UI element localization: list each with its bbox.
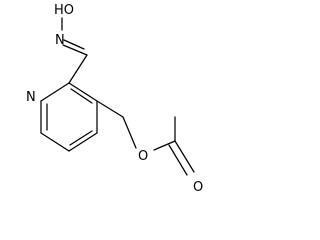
ring-bond-c2-c3-outer	[68, 82, 98, 102]
ring-bond-c4-c5-outer	[68, 132, 98, 152]
ring-bond-c2-c3-inner	[70, 88, 93, 104]
bond-o-carbonyl-c	[153, 140, 176, 151]
ring-nitrogen-label: N	[26, 90, 36, 105]
carbonyl-oxygen-label: O	[193, 180, 203, 195]
bond-ch-n-outer	[62, 44, 88, 56]
bond-c3-ch2	[96, 100, 124, 118]
chemical-structure-diagram: HO N N O O	[26, 3, 203, 195]
ring-bond-c4-c5-inner	[69, 130, 93, 146]
oxime-nitrogen-label: N	[55, 33, 65, 48]
bond-ch-n-inner	[63, 39, 85, 50]
bond-c2-ch	[68, 54, 88, 84]
bond-ch2-o	[122, 116, 137, 149]
ring-bond-n1-c2	[40, 82, 70, 102]
bond-c-o-double-inner	[168, 144, 188, 176]
ring-bond-c5-c6	[40, 132, 70, 152]
hydroxyl-label: HO	[54, 3, 74, 18]
ester-oxygen-label: O	[138, 149, 148, 164]
bond-c-o-double-outer	[174, 140, 195, 173]
